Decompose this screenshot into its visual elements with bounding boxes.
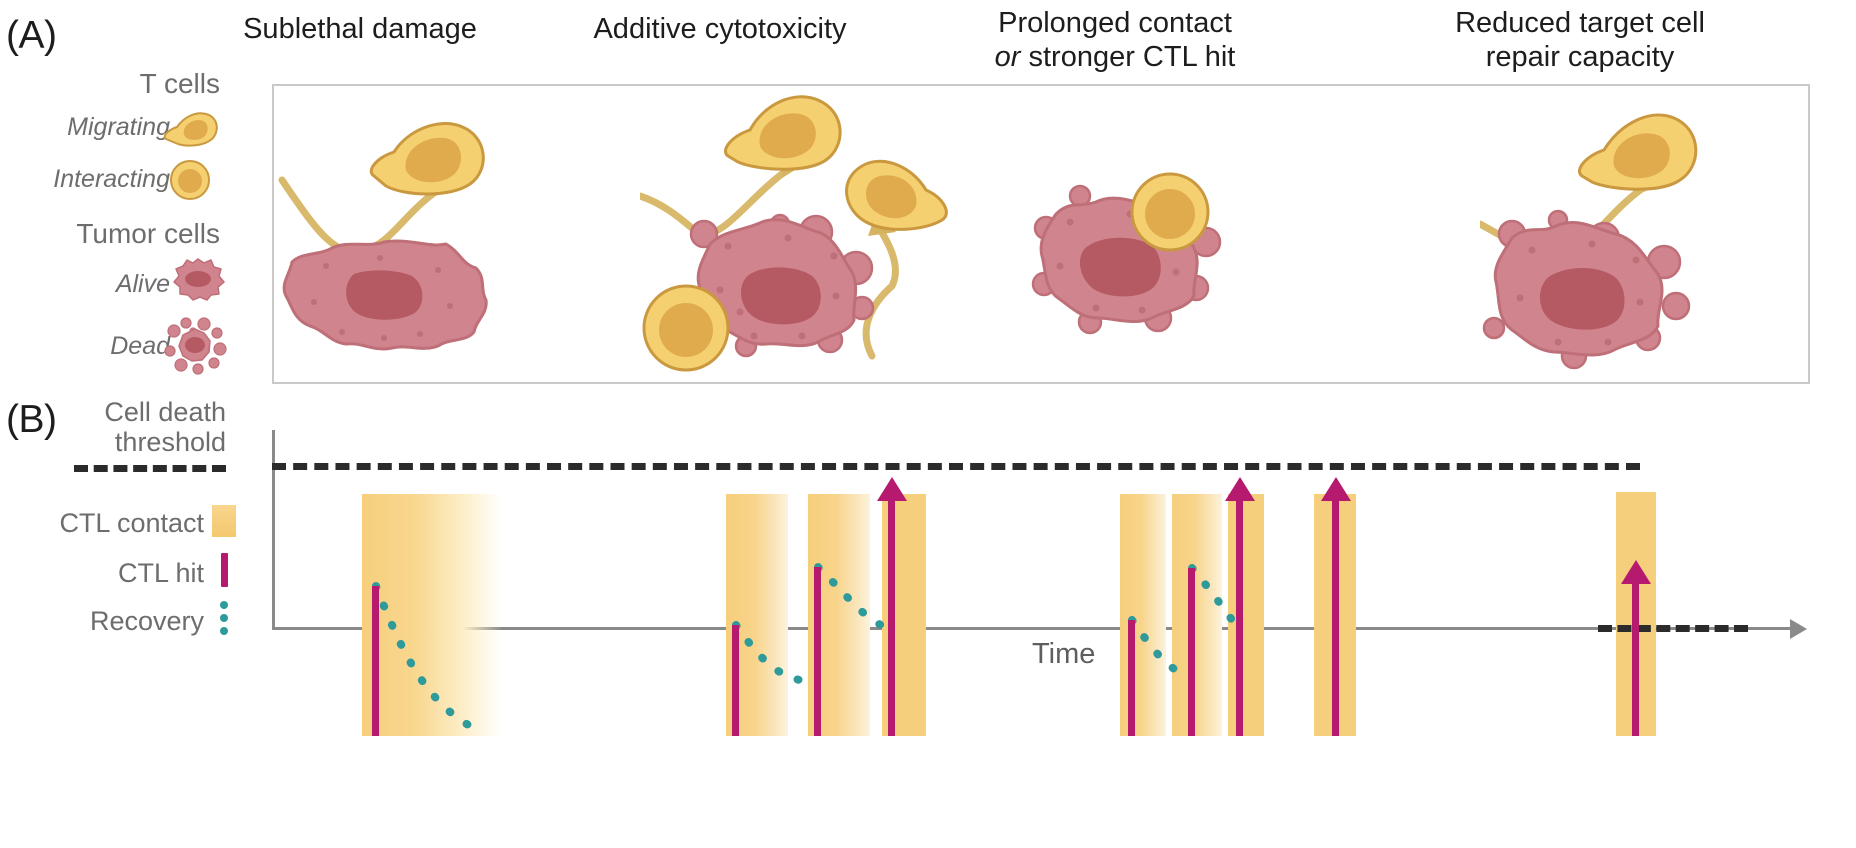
legend-label-alive: Alive [115, 270, 170, 298]
arrow-up-icon [876, 477, 907, 501]
column-title-3: Prolonged contact or stronger CTL hit [950, 6, 1280, 74]
ctl-hit-bar-lethal [1620, 560, 1651, 736]
x-axis-label: Time [1032, 638, 1096, 670]
interacting-tcell-icon [168, 158, 212, 202]
column-title-3-italic: or [994, 41, 1021, 74]
legend-label-ctl-contact: CTL contact [59, 508, 204, 538]
panel-letter-a: (A) [6, 14, 57, 57]
column-title-2: Additive cytotoxicity [540, 12, 900, 46]
column-title-4-line2: repair capacity [1485, 41, 1675, 74]
column-title-4: Reduced target cell repair capacity [1390, 6, 1770, 74]
migrating-tcell-icon [160, 105, 222, 151]
scene-3-artwork [1030, 170, 1280, 370]
arrow-up-icon [1224, 477, 1255, 501]
ctl-hit-bar [1188, 568, 1195, 736]
scene-2-artwork [636, 86, 970, 376]
ctl-hit-bar [1128, 620, 1135, 736]
ctl-hit-bar-lethal [1224, 477, 1255, 736]
column-title-4-line1: Reduced target cell [1455, 7, 1705, 39]
legend-label-ctl-hit: CTL hit [117, 558, 204, 588]
ctl-hit-bar [814, 567, 821, 736]
legend-heading-tcells: T cells [139, 68, 220, 99]
cell-death-threshold-line-reduced [1598, 625, 1748, 632]
cell-death-threshold-line [272, 463, 1640, 470]
column-title-1: Sublethal damage [200, 12, 520, 46]
legend-label-recovery: Recovery [89, 606, 204, 636]
dashed-line-icon [74, 465, 226, 472]
arrow-right-icon [1790, 619, 1807, 639]
scene-1-artwork [276, 100, 536, 370]
legend-threshold-line1: Cell death [104, 397, 226, 427]
alive-tumor-cell-icon [170, 255, 226, 303]
contact-band [1120, 494, 1166, 736]
legend-label-interacting: Interacting [53, 165, 170, 193]
contact-band [1172, 494, 1222, 736]
legend-label-migrating: Migrating [67, 113, 170, 141]
panel-letter-b: (B) [6, 398, 57, 441]
scene-4-artwork [1476, 96, 1790, 376]
x-axis [272, 627, 1792, 630]
legend-threshold-label: Cell death threshold [30, 397, 226, 457]
ctl-hit-bar-lethal [1320, 477, 1351, 736]
ctl-hit-bar [732, 625, 739, 736]
column-title-3-line2: or stronger CTL hit [950, 40, 1280, 74]
legend-heading-tumor: Tumor cells [76, 218, 220, 249]
column-title-2-line1: Additive cytotoxicity [593, 13, 847, 45]
contact-band [1228, 494, 1264, 736]
teal-dotted-icon [216, 600, 232, 638]
recovery-curves [372, 563, 1244, 731]
dead-tumor-cell-icon [162, 315, 228, 375]
y-axis [272, 430, 275, 630]
legend-threshold-line2: threshold [114, 426, 226, 457]
arrow-up-icon [1320, 477, 1351, 501]
ctl-hit-bar [372, 586, 379, 736]
yellow-band-swatch-icon [212, 505, 236, 537]
arrow-up-icon [1620, 560, 1651, 584]
ctl-hit-bar-lethal [876, 477, 907, 736]
column-title-1-line1: Sublethal damage [243, 13, 477, 45]
magenta-bar-icon [221, 553, 228, 587]
column-title-3-line1: Prolonged contact [998, 7, 1232, 39]
legend-label-dead: Dead [110, 332, 170, 360]
column-title-3-rest: stronger CTL hit [1020, 41, 1236, 74]
